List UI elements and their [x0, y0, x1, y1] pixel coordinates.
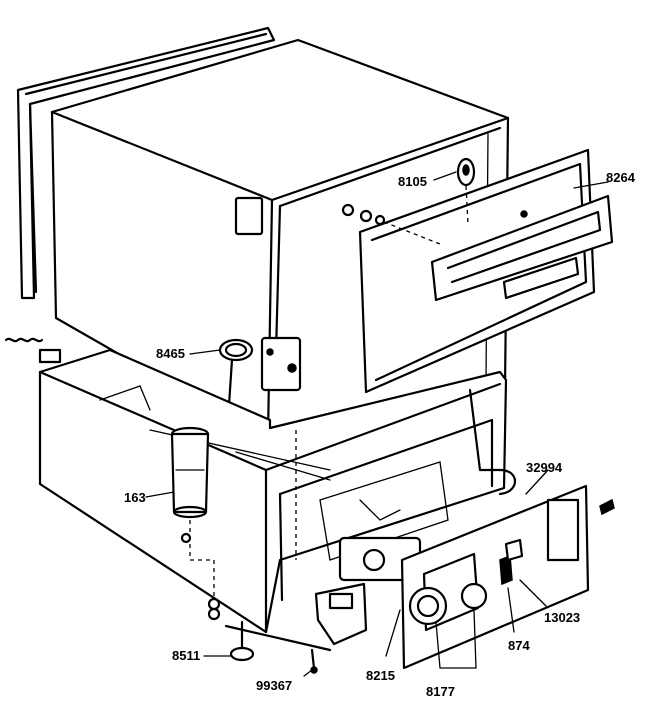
control-panel	[358, 148, 614, 394]
label-8177: 8177	[426, 684, 455, 699]
part-8105-knob	[456, 157, 476, 225]
part-labels: 8105 8264 8465 163 32994 13023 874 8177 …	[124, 170, 636, 699]
label-163: 163	[124, 490, 146, 505]
label-8105: 8105	[398, 174, 427, 189]
spring	[4, 337, 62, 364]
label-32994: 32994	[526, 460, 563, 475]
label-8264: 8264	[606, 170, 636, 185]
control-board	[400, 484, 590, 670]
part-8215-bracket	[314, 582, 368, 646]
part-8511-foot	[207, 597, 255, 662]
hinge-bracket	[234, 196, 264, 236]
screw-right	[599, 498, 615, 516]
label-8465: 8465	[156, 346, 185, 361]
door-panel	[16, 26, 276, 300]
internal-components	[319, 461, 517, 582]
label-874: 874	[508, 638, 530, 653]
label-99367: 99367	[256, 678, 292, 693]
label-8511: 8511	[172, 648, 200, 663]
label-13023: 13023	[544, 610, 580, 625]
leader-lines	[145, 171, 609, 677]
timer-knob	[408, 586, 448, 626]
base-frame	[38, 348, 508, 634]
part-163-canister	[170, 426, 215, 600]
bottom-plate	[224, 624, 332, 652]
label-8215: 8215	[366, 668, 395, 683]
panel-screws	[341, 203, 441, 245]
